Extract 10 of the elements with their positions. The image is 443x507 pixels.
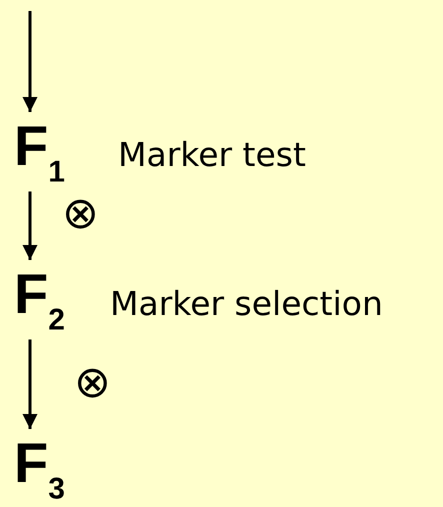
circled-times-symbol: ⊗ — [62, 192, 99, 236]
step-caption: Marker test — [118, 138, 306, 171]
circled-times-symbol: ⊗ — [74, 361, 111, 405]
arrow — [22, 192, 38, 260]
function-label: F$_{1}$ — [14, 118, 65, 188]
arrow — [22, 340, 38, 429]
function-label: F$_{3}$ — [14, 435, 65, 504]
arrow — [22, 11, 38, 112]
step-caption: Marker selection — [110, 287, 383, 320]
function-label: F$_{2}$ — [14, 266, 65, 336]
